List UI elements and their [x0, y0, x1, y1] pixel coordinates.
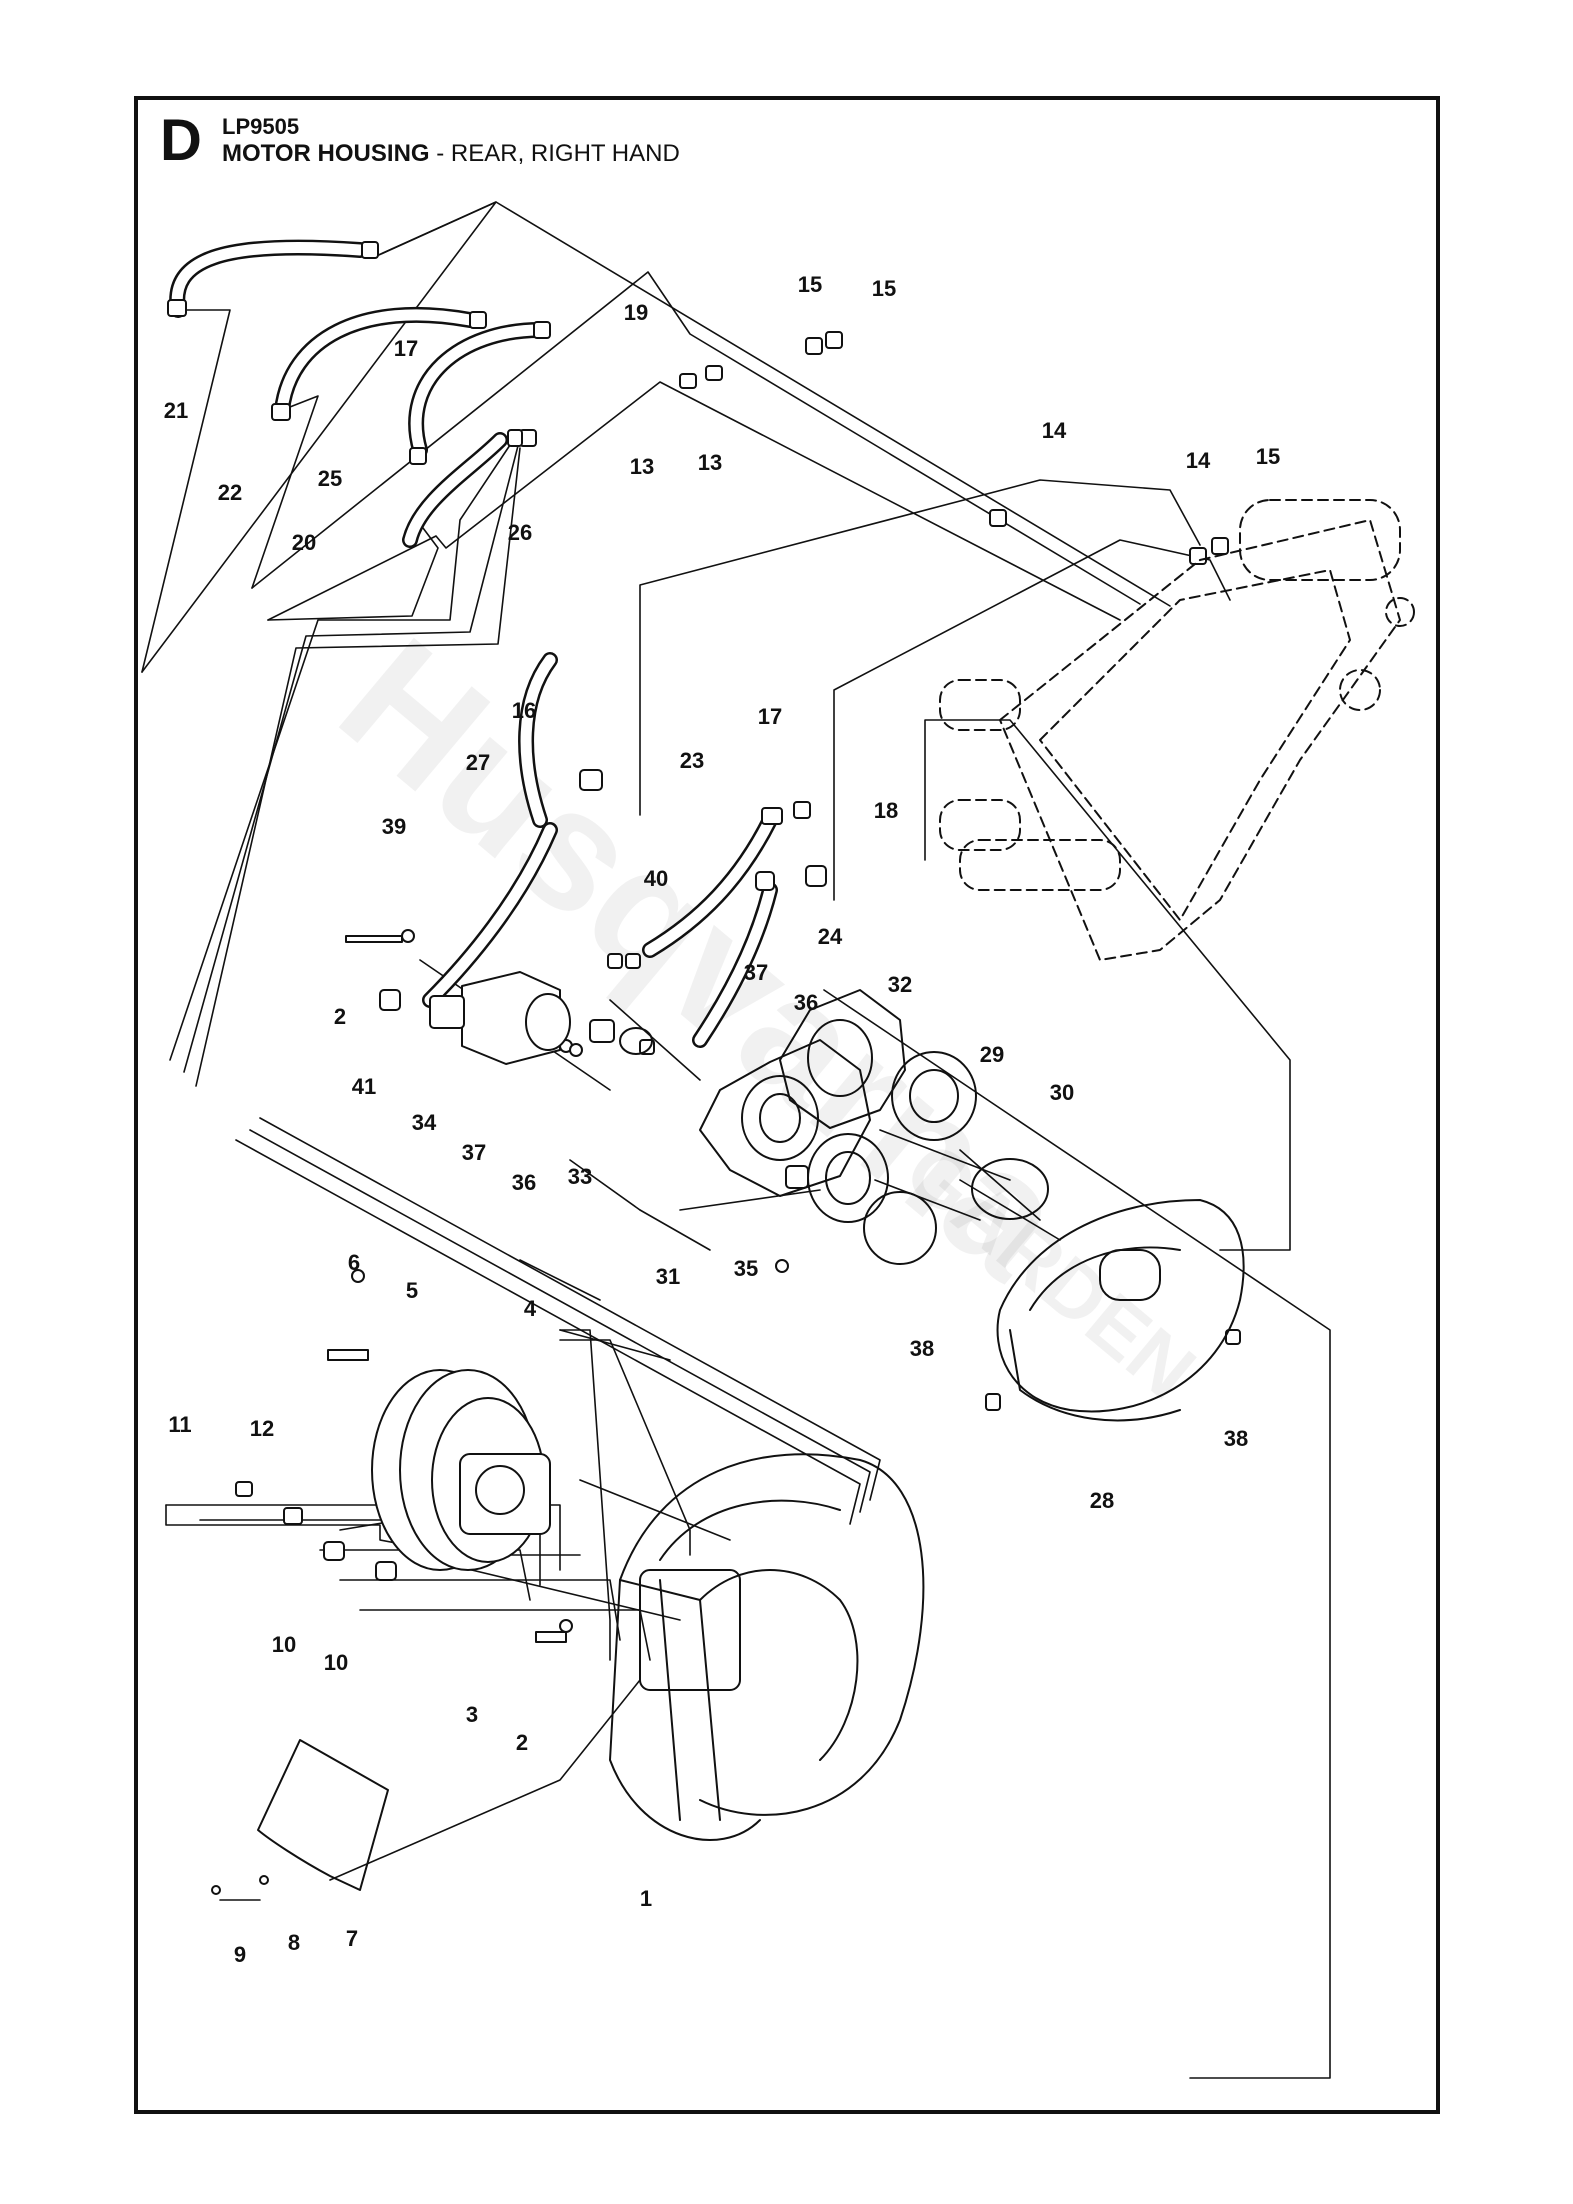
callout-24: 24 [818, 924, 843, 949]
callout-19: 19 [624, 300, 648, 325]
callout-39: 39 [382, 814, 406, 839]
callout-labels: 21 22 17 19 25 20 26 13 13 15 15 14 14 1… [164, 272, 1280, 1967]
callout-38: 38 [1224, 1426, 1248, 1451]
callout-14: 14 [1186, 448, 1211, 473]
callout-17: 17 [758, 704, 782, 729]
callout-5: 5 [406, 1278, 418, 1303]
callout-30: 30 [1050, 1080, 1074, 1105]
callout-33: 33 [568, 1164, 592, 1189]
callout-10: 10 [324, 1650, 348, 1675]
callout-11: 11 [168, 1412, 191, 1437]
callout-27: 27 [466, 750, 490, 775]
callout-3: 3 [466, 1702, 478, 1727]
callout-40: 40 [644, 866, 668, 891]
rear-cover [996, 1199, 1245, 1422]
callout-8: 8 [288, 1930, 300, 1955]
model-number: LP9505 [222, 114, 300, 139]
callout-4: 4 [524, 1296, 537, 1321]
callout-20: 20 [292, 530, 316, 555]
hoses [169, 239, 778, 1048]
access-plate [257, 1739, 389, 1891]
callout-17: 17 [394, 336, 418, 361]
diagram-frame [134, 96, 1440, 2114]
callout-9: 9 [234, 1942, 246, 1967]
callout-2: 2 [334, 1004, 346, 1029]
title-main: MOTOR HOUSING [222, 140, 430, 167]
callout-35: 35 [734, 1256, 758, 1281]
callout-15: 15 [798, 272, 822, 297]
callout-15: 15 [872, 276, 896, 301]
seals-bearings [619, 1027, 1049, 1265]
callout-2: 2 [516, 1730, 528, 1755]
callout-21: 21 [164, 398, 188, 423]
callout-41: 41 [352, 1074, 376, 1099]
fittings [167, 241, 1241, 1895]
callout-13: 13 [630, 454, 654, 479]
callout-28: 28 [1090, 1488, 1114, 1513]
callout-38: 38 [910, 1336, 934, 1361]
callout-14: 14 [1042, 418, 1067, 443]
callout-37: 37 [744, 960, 768, 985]
callout-36: 36 [512, 1170, 536, 1195]
callout-22: 22 [218, 480, 242, 505]
callout-26: 26 [508, 520, 532, 545]
hydraulic-pump [429, 971, 615, 1065]
callout-12: 12 [250, 1416, 274, 1441]
callout-6: 6 [348, 1250, 360, 1275]
flange-plates [699, 989, 906, 1197]
callout-31: 31 [656, 1264, 680, 1289]
callout-36: 36 [794, 990, 818, 1015]
callout-13: 13 [698, 450, 722, 475]
callout-1: 1 [640, 1886, 652, 1911]
sheet-letter: D [160, 108, 202, 173]
callout-32: 32 [888, 972, 912, 997]
callout-34: 34 [412, 1110, 437, 1135]
callout-25: 25 [318, 466, 342, 491]
callout-18: 18 [874, 798, 898, 823]
callout-7: 7 [346, 1926, 358, 1951]
callout-29: 29 [980, 1042, 1004, 1067]
drive-motor [371, 1369, 551, 1571]
callout-15: 15 [1256, 444, 1280, 469]
callout-23: 23 [680, 748, 704, 773]
callout-10: 10 [272, 1632, 296, 1657]
title-suffix: - REAR, RIGHT HAND [429, 140, 680, 167]
chassis-frame [939, 499, 1415, 961]
motor-housing [609, 1453, 925, 1841]
page-title: MOTOR HOUSING - REAR, RIGHT HAND [222, 140, 680, 168]
bolts [327, 935, 567, 1643]
callout-37: 37 [462, 1140, 486, 1165]
callout-16: 16 [512, 698, 536, 723]
